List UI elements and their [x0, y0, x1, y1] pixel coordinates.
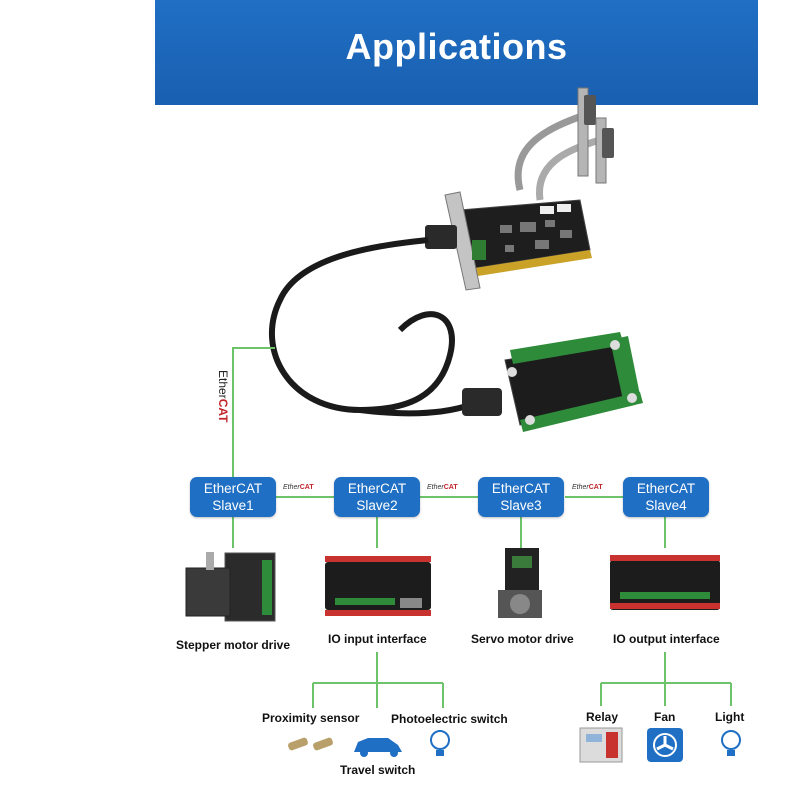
light-bulb-icon — [721, 730, 741, 756]
slave-label-line1: EtherCAT — [347, 481, 407, 496]
proximity-sensor-label: Proximity sensor — [262, 711, 360, 725]
stepper-motor-drive-label: Stepper motor drive — [176, 638, 291, 652]
servo-motor-drive-illustration — [498, 548, 542, 618]
relay-icon — [579, 727, 623, 763]
travel-switch-label: Travel switch — [340, 763, 416, 777]
io-output-interface-label: IO output interface — [613, 632, 720, 646]
slave-label-line1: EtherCAT — [491, 481, 551, 496]
car-travel-switch-icon — [354, 738, 402, 757]
io-input-interface-label: IO input interface — [328, 632, 427, 646]
page-title: Applications — [345, 26, 568, 67]
connector-lines — [232, 347, 732, 708]
fan-icon — [647, 728, 683, 762]
slave-label-line2: Slave1 — [212, 498, 254, 513]
ethercat-link-label: EtherCAT — [427, 484, 458, 491]
fan-label: Fan — [654, 710, 676, 724]
ethercat-link-label: EtherCAT — [283, 484, 314, 491]
light-label: Light — [715, 710, 745, 724]
io-output-board-illustration — [610, 555, 720, 610]
cable-loop — [268, 237, 455, 414]
terminal-board-illustration — [462, 332, 643, 432]
slave-label-line2: Slave3 — [500, 498, 542, 513]
stepper-motor-drive-illustration — [185, 552, 276, 622]
pcie-card-illustration — [425, 87, 614, 291]
light-bulb-icon — [430, 730, 450, 756]
photoelectric-switch-label: Photoelectric switch — [391, 712, 508, 726]
slave-box-4: EtherCAT Slave4 — [623, 477, 709, 517]
slave-box-2: EtherCAT Slave2 — [334, 477, 420, 517]
slave-label-line2: Slave4 — [645, 498, 687, 513]
header-banner: Applications — [155, 0, 758, 105]
slave-box-1: EtherCAT Slave1 — [190, 477, 276, 517]
slave-label-line1: EtherCAT — [636, 481, 696, 496]
ethercat-link-label: EtherCAT — [572, 484, 603, 491]
proximity-sensor-icon — [288, 737, 333, 751]
servo-motor-drive-label: Servo motor drive — [471, 632, 574, 646]
slave-label-line2: Slave2 — [356, 498, 398, 513]
slave-box-3: EtherCAT Slave3 — [478, 477, 564, 517]
relay-label: Relay — [586, 710, 619, 724]
ethercat-vertical-label: EtherCAT — [216, 370, 230, 423]
slave-label-line1: EtherCAT — [203, 481, 263, 496]
io-input-board-illustration — [325, 556, 431, 616]
